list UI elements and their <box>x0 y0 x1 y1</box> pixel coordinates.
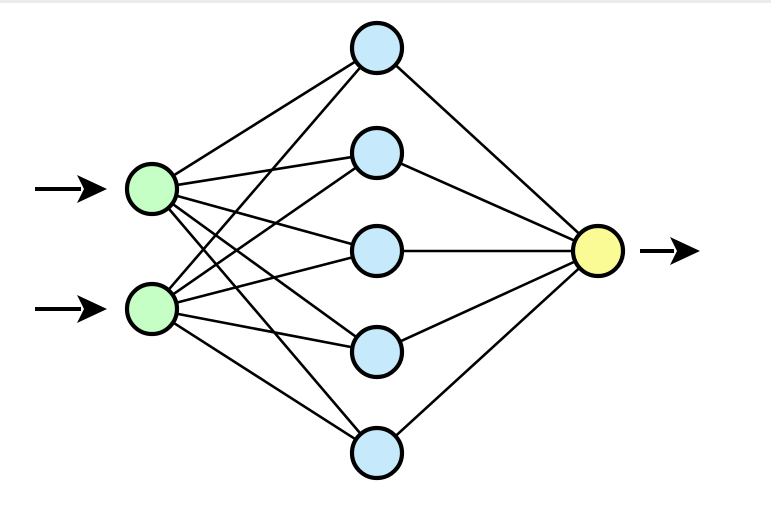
edge-i2-h3 <box>173 255 356 305</box>
hidden-node-3[interactable] <box>349 223 405 279</box>
input-arrow-1-head <box>77 175 107 203</box>
edge-i1-h1 <box>171 59 358 178</box>
edge-i2-h4 <box>174 312 355 349</box>
edge-i1-h5 <box>166 205 363 437</box>
arrows-group <box>35 175 700 323</box>
edge-i1-h3 <box>173 194 356 246</box>
input-node-1[interactable] <box>124 161 180 217</box>
edge-h4-o1 <box>397 259 578 344</box>
hidden-node-1[interactable] <box>349 20 405 76</box>
edge-i2-h1 <box>166 64 363 293</box>
top-edge-strip <box>0 0 771 3</box>
edges-group <box>166 59 582 442</box>
edge-h2-o1 <box>397 161 578 243</box>
hidden-node-5[interactable] <box>349 425 405 481</box>
output-node-1[interactable] <box>570 223 626 279</box>
nodes-group <box>124 20 626 481</box>
hidden-node-4[interactable] <box>349 324 405 380</box>
edge-h1-o1 <box>393 62 582 237</box>
output-arrow-1-head <box>670 237 700 265</box>
edge-i2-h2 <box>170 165 359 297</box>
hidden-node-2[interactable] <box>349 125 405 181</box>
edge-i1-h2 <box>174 155 355 187</box>
input-node-2[interactable] <box>124 281 180 337</box>
edge-i1-h4 <box>170 201 359 340</box>
input-arrow-2-head <box>77 295 107 323</box>
edge-i2-h5 <box>170 320 359 442</box>
edge-h5-o1 <box>393 265 582 439</box>
